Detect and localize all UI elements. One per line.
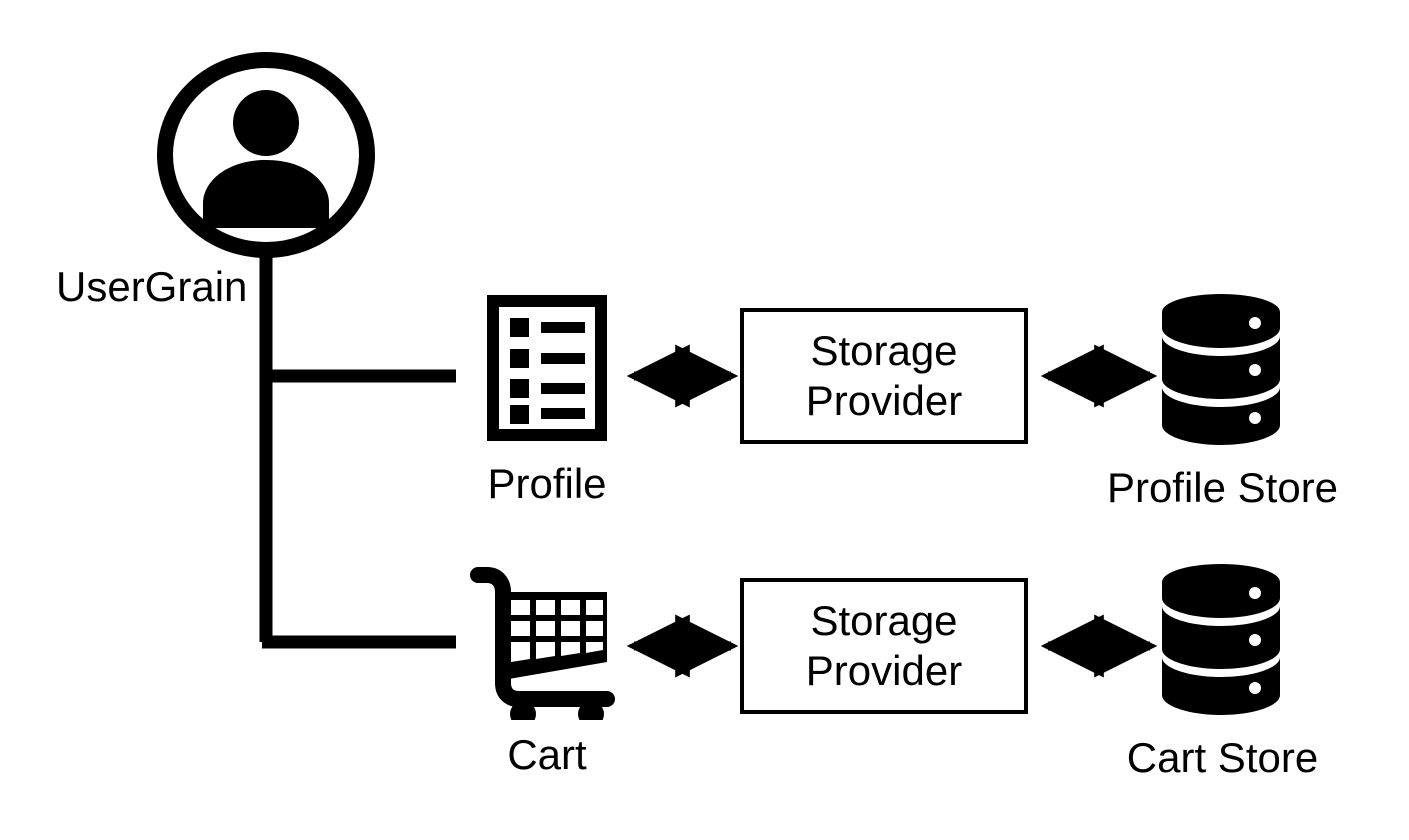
storage-provider-line-1: Storage [810, 327, 958, 375]
user-circle-icon [157, 52, 375, 258]
storage-provider-line-2: Provider [805, 647, 963, 694]
document-list-icon [487, 295, 607, 441]
database-cylinder-icon [1162, 294, 1280, 445]
cart-label: Cart [507, 731, 587, 778]
cart-store-node[interactable] [1160, 562, 1282, 717]
storage-provider-profile-box[interactable]: Storage Provider [740, 308, 1028, 444]
profile-store-label: Profile Store [1106, 464, 1339, 511]
storage-provider-cart-box[interactable]: Storage Provider [740, 578, 1028, 714]
database-cylinder-icon [1162, 564, 1280, 715]
usergrain-trunk-group [259, 252, 456, 649]
profile-label: Profile [487, 460, 607, 507]
profile-store-node[interactable] [1160, 292, 1282, 447]
shopping-cart-icon [470, 567, 615, 727]
usergrain-node[interactable] [150, 50, 382, 266]
cart-store-label: Cart Store [1126, 734, 1319, 781]
storage-provider-line-1: Storage [810, 597, 958, 645]
storage-provider-line-2: Provider [805, 377, 963, 424]
profile-node[interactable] [483, 291, 611, 445]
usergrain-label: UserGrain [56, 263, 248, 310]
cart-node[interactable] [470, 563, 632, 727]
